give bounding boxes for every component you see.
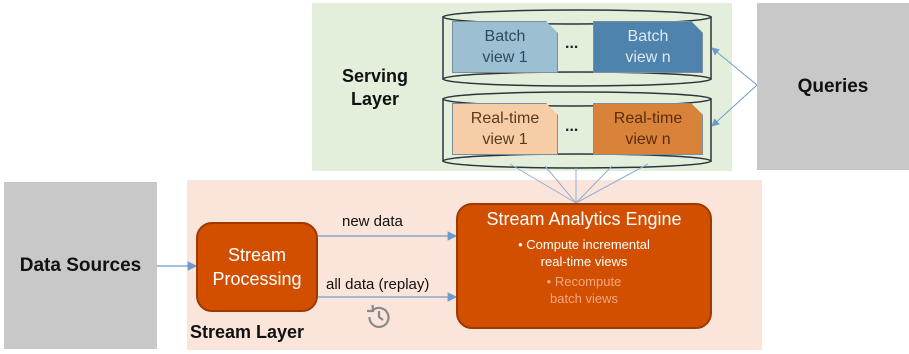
stream-analytics-engine-box: Stream Analytics Engine • Compute increm… (456, 203, 712, 329)
realtime-views-ellipsis: ... (565, 118, 579, 135)
new-data-label: new data (342, 213, 403, 230)
data-sources-box: Data Sources (4, 182, 157, 349)
engine-title: Stream Analytics Engine (486, 209, 682, 229)
history-icon (367, 304, 390, 329)
queries-box: Queries (757, 3, 909, 170)
engine-bullet-recompute: • Recompute batch views (546, 274, 622, 306)
queries-label: Queries (797, 75, 869, 97)
all-data-label: all data (replay) (326, 276, 430, 293)
stream-processing-box: Stream Processing (196, 222, 318, 312)
engine-bullet-compute: • Compute incremental real-time views (518, 237, 650, 269)
serving-layer-label: Serving Layer (341, 66, 409, 109)
data-sources-label: Data Sources (19, 254, 142, 276)
realtime-view-n: Real-time view n (593, 103, 703, 155)
batch-views-ellipsis: ... (565, 35, 579, 52)
engine-bullets: • Compute incremental real-time views • … (458, 236, 710, 307)
batch-view-n: Batch view n (593, 21, 703, 73)
stream-layer-label: Stream Layer (190, 322, 305, 342)
query-arrows (711, 47, 758, 127)
engine-to-views-connectors (509, 163, 649, 204)
batch-view-1: Batch view 1 (452, 21, 558, 73)
realtime-view-1: Real-time view 1 (452, 103, 558, 155)
